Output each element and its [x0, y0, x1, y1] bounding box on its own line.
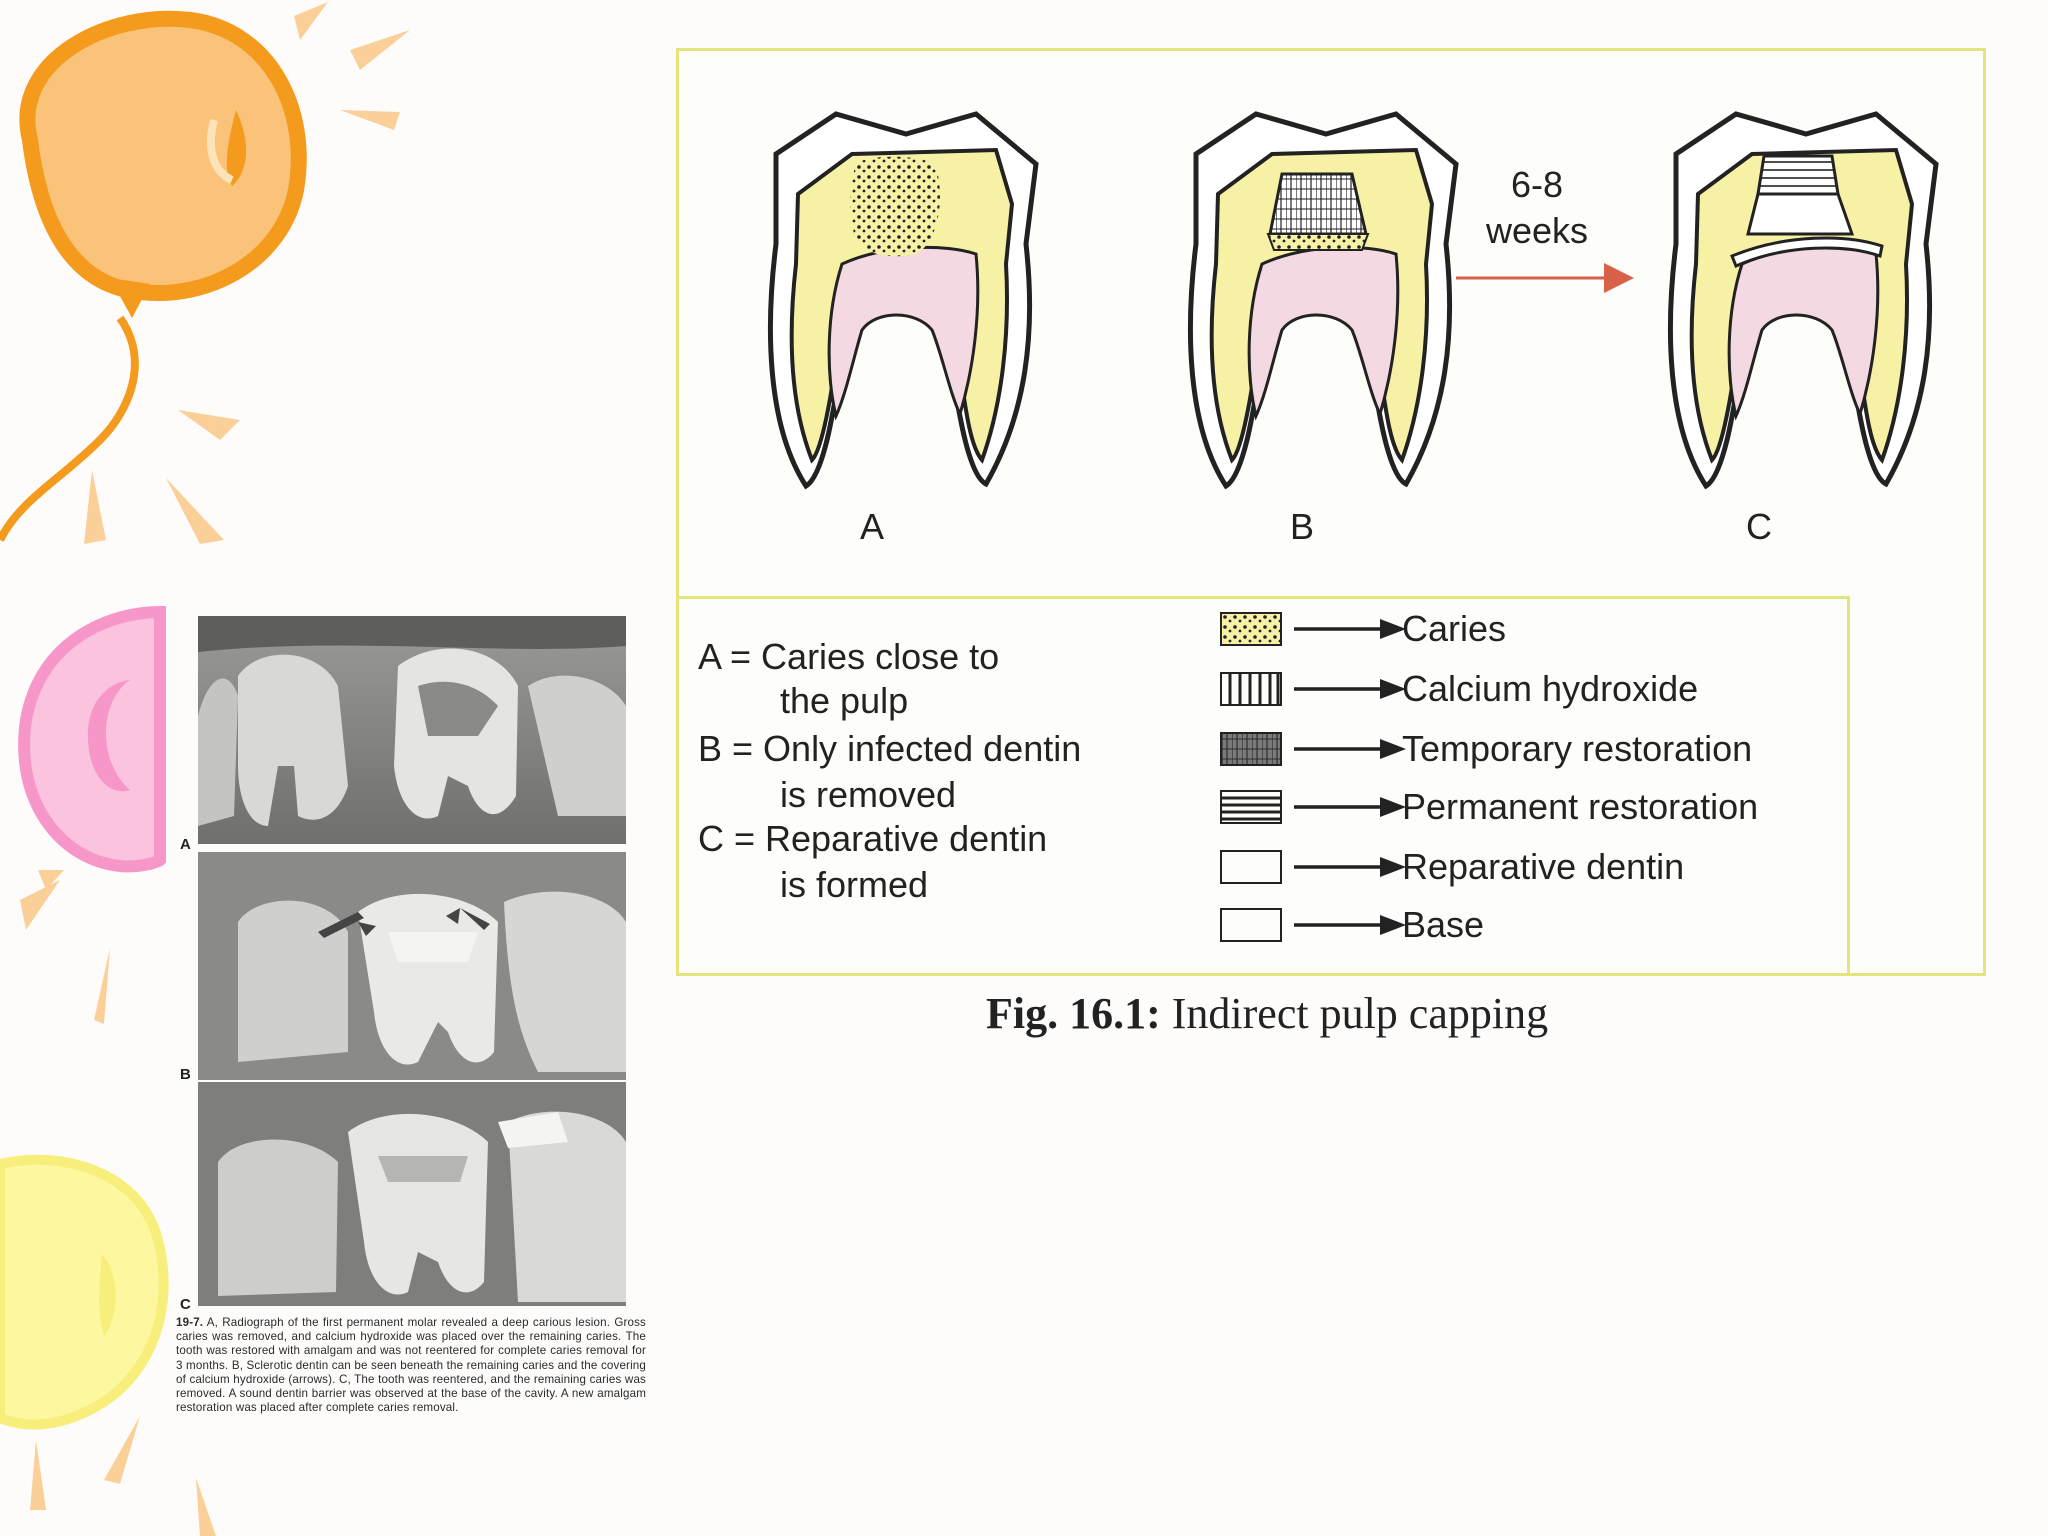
legend-item-temporary-restoration: Temporary restoration	[1220, 728, 1860, 769]
legend-arrow-icon	[1294, 619, 1406, 639]
legend-arrow-icon	[1294, 679, 1406, 699]
legend-label-caries: Caries	[1402, 608, 1507, 649]
reparative-dentin-swatch-icon	[1220, 850, 1282, 884]
legend-label-base: Base	[1402, 904, 1485, 945]
temporary-restoration-swatch-icon	[1220, 732, 1282, 766]
legend-label-reparative-dentin: Reparative dentin	[1402, 846, 1685, 887]
permanent-restoration-swatch-icon	[1220, 790, 1282, 824]
radiograph-a	[198, 616, 626, 844]
radiograph-c	[198, 1082, 626, 1306]
legend-item-base: Base	[1220, 904, 1860, 945]
radiograph-caption: 19-7. A, Radiograph of the first permane…	[176, 1316, 646, 1415]
pink-balloon-icon	[18, 605, 166, 1024]
interval-label: 6-8 weeks	[1462, 162, 1612, 254]
calcium-hydroxide-swatch-icon	[1220, 672, 1282, 706]
tooth-label-c: C	[1746, 506, 1772, 547]
legend-item-caries: Caries	[1220, 608, 1860, 649]
tooth-b	[1187, 111, 1459, 490]
teeth-diagram	[767, 111, 1939, 490]
definition-b-line2: is removed	[780, 774, 957, 815]
interval-line-2: weeks	[1485, 210, 1589, 251]
definition-a-line2: the pulp	[780, 680, 909, 721]
legend-label-temporary-restoration: Temporary restoration	[1402, 728, 1753, 769]
tooth-label-a: A	[860, 506, 885, 547]
definition-a-line1: A = Caries close to	[698, 636, 1000, 677]
yellow-balloon-icon	[0, 1154, 216, 1536]
radiograph-b	[198, 852, 626, 1080]
radiograph-label-c: C	[180, 1296, 191, 1313]
radiograph-panel: A B C 19-7. A, Radiograph of the first p…	[176, 616, 656, 1482]
legend-item-reparative-dentin: Reparative dentin	[1220, 846, 1860, 887]
legend-arrow-icon	[1294, 797, 1406, 817]
tooth-c	[1667, 111, 1939, 490]
base-swatch-icon	[1220, 908, 1282, 942]
definition-b-line1: B = Only infected dentin	[698, 728, 1082, 769]
definition-c-line2: is formed	[780, 864, 929, 905]
legend-label-calcium-hydroxide: Calcium hydroxide	[1402, 668, 1699, 709]
interval-line-1: 6-8	[1510, 164, 1564, 205]
radiograph-caption-text: A, Radiograph of the first permanent mol…	[176, 1316, 647, 1415]
caries-swatch-icon	[1220, 612, 1282, 646]
figure-caption-number: Fig. 16.1:	[986, 989, 1161, 1038]
tooth-label-b: B	[1290, 506, 1315, 547]
legend-item-calcium-hydroxide: Calcium hydroxide	[1220, 668, 1860, 709]
legend-arrow-icon	[1294, 739, 1406, 759]
definition-c-line1: C = Reparative dentin	[698, 818, 1048, 859]
figure-caption: Fig. 16.1: Indirect pulp capping	[986, 988, 1548, 1039]
radiograph-label-b: B	[180, 1066, 191, 1083]
legend-arrow-icon	[1294, 857, 1406, 877]
legend-item-permanent-restoration: Permanent restoration	[1220, 786, 1860, 827]
tooth-a	[767, 111, 1039, 490]
radiograph-label-a: A	[180, 836, 191, 853]
radiograph-caption-number: 19-7.	[176, 1316, 204, 1329]
legend-label-permanent-restoration: Permanent restoration	[1402, 786, 1759, 827]
legend-arrow-icon	[1294, 915, 1406, 935]
figure-caption-text: Indirect pulp capping	[1160, 989, 1549, 1038]
orange-balloon-icon	[0, 2, 410, 544]
